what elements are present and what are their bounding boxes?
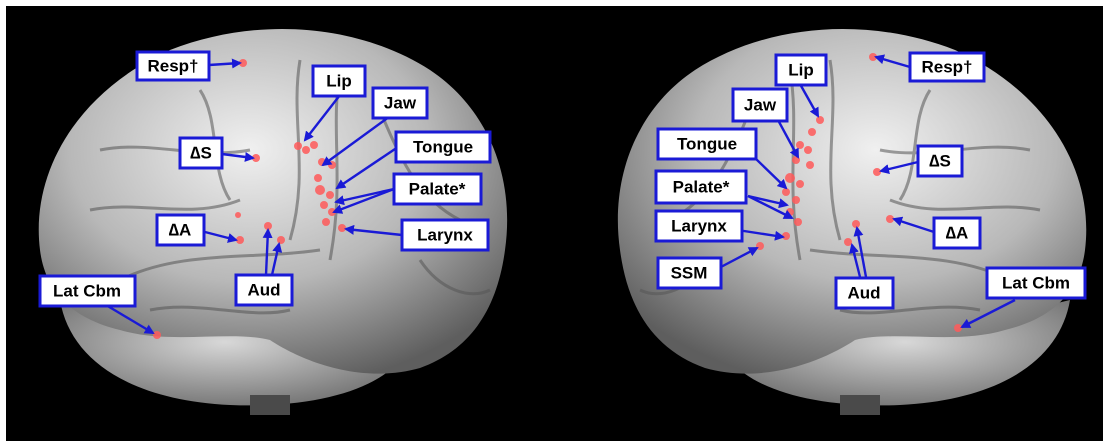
label-right-delta-s-text: ∆S: [929, 152, 951, 171]
label-left-jaw-text: Jaw: [384, 94, 417, 113]
label-left-lat-cbm-text: Lat Cbm: [53, 282, 121, 301]
label-right-lip-text: Lip: [788, 61, 814, 80]
label-left-tongue-text: Tongue: [413, 138, 473, 157]
label-left-palate: Palate*: [394, 174, 481, 204]
label-right-resp-text: Resp†: [921, 58, 972, 77]
label-left-delta-s: ∆S: [180, 138, 222, 168]
label-right-palate: Palate*: [656, 171, 746, 203]
label-right-lip: Lip: [776, 55, 826, 85]
label-left-lat-cbm: Lat Cbm: [40, 276, 135, 306]
label-right-tongue-text: Tongue: [677, 135, 737, 154]
label-left-larynx-text: Larynx: [417, 226, 473, 245]
label-left-delta-s-text: ∆S: [190, 144, 212, 163]
label-left-resp-text: Resp†: [147, 57, 198, 76]
label-left-resp: Resp†: [137, 52, 209, 80]
label-left-delta-a-text: ∆A: [169, 221, 192, 240]
label-left-aud: Aud: [236, 275, 292, 305]
label-right-larynx: Larynx: [656, 211, 742, 241]
label-right-aud-text: Aud: [847, 284, 880, 303]
label-right-resp: Resp†: [910, 53, 984, 81]
left-brainstem: [250, 395, 290, 415]
label-left-delta-a: ∆A: [157, 215, 204, 245]
label-left-larynx: Larynx: [402, 220, 488, 250]
label-right-delta-s: ∆S: [918, 146, 962, 176]
label-right-aud: Aud: [836, 278, 893, 308]
label-right-ssm: SSM: [658, 258, 721, 288]
label-left-lip: Lip: [313, 66, 365, 96]
right-brainstem: [840, 395, 880, 415]
label-right-palate-text: Palate*: [673, 178, 730, 197]
label-right-ssm-text: SSM: [671, 264, 708, 283]
label-right-delta-a: ∆A: [934, 218, 980, 248]
label-left-palate-text: Palate*: [409, 180, 466, 199]
label-right-delta-a-text: ∆A: [946, 224, 969, 243]
label-left-jaw: Jaw: [373, 88, 427, 118]
label-right-jaw-text: Jaw: [744, 96, 777, 115]
label-right-lat-cbm-text: Lat Cbm: [1002, 274, 1070, 293]
label-left-aud-text: Aud: [247, 281, 280, 300]
label-left-tongue: Tongue: [396, 132, 490, 162]
label-right-tongue: Tongue: [658, 129, 756, 159]
label-right-larynx-text: Larynx: [671, 217, 727, 236]
label-left-lip-text: Lip: [326, 72, 352, 91]
label-right-jaw: Jaw: [733, 89, 787, 121]
label-right-lat-cbm: Lat Cbm: [987, 268, 1085, 298]
